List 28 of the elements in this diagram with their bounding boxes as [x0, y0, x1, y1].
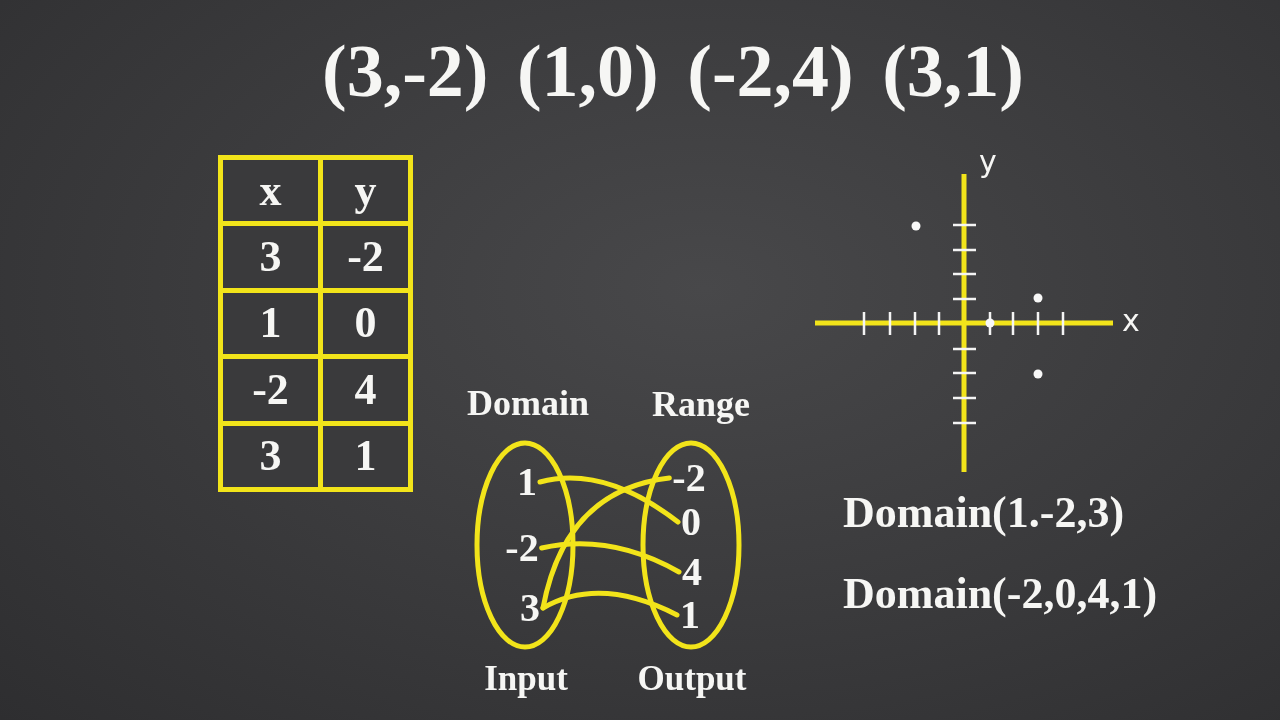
- value-label: -2: [505, 528, 539, 568]
- axis-label: x: [1122, 306, 1140, 336]
- mapping-line: [539, 541, 682, 575]
- set-notation-text: Domain(1.-2,3): [843, 491, 1125, 535]
- table-cell: 4: [323, 359, 408, 421]
- table-cell: 3: [223, 425, 318, 487]
- set-notation-text: Domain(-2,0,4,1): [843, 572, 1158, 616]
- set-heading: Domain: [467, 385, 589, 421]
- table-cell: 3: [223, 226, 318, 288]
- set-caption: Input: [484, 660, 568, 696]
- set-caption: Output: [637, 660, 747, 696]
- value-label: 4: [682, 552, 702, 592]
- value-label: 3: [520, 588, 540, 628]
- value-label: 0: [681, 502, 701, 542]
- table-cell: 1: [223, 292, 318, 355]
- set-heading: Range: [652, 386, 750, 422]
- mapping-line: [537, 475, 681, 525]
- value-label: 1: [517, 462, 537, 502]
- mapping-line: [540, 590, 680, 618]
- table-cell: -2: [223, 359, 318, 421]
- table-cell: 1: [323, 425, 408, 487]
- table-cell: 0: [323, 292, 408, 355]
- header-cell: x: [223, 160, 318, 222]
- header-cell: y: [323, 160, 408, 222]
- table-cell: -2: [323, 226, 408, 288]
- value-label: -2: [672, 458, 706, 498]
- value-label: 1: [680, 595, 700, 635]
- axis-label: y: [979, 147, 997, 177]
